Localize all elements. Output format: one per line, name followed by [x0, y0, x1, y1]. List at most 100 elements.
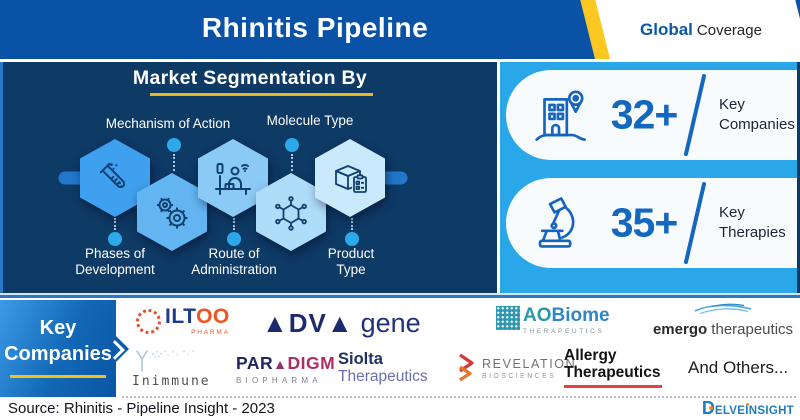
molecule-icon — [275, 196, 307, 231]
paradigm-subtext: BIOPHARMA — [236, 376, 322, 385]
logo-siolta-therapeutics: Siolta Therapeutics — [338, 350, 428, 386]
logo-iltoo-pharma: ILTOO PHARMA — [136, 306, 230, 336]
key-companies-box-line1: Key — [39, 317, 77, 339]
inimmune-text: Inimmune — [132, 374, 211, 389]
dotted-connector — [114, 218, 116, 230]
coverage-global-text: Global — [640, 20, 693, 39]
revelation-text: REVELATION — [482, 356, 577, 371]
label-line: Product — [327, 246, 375, 261]
connector-dot — [285, 138, 299, 152]
separator-blue — [0, 295, 800, 298]
hexagon-mechanism — [137, 173, 207, 251]
paradigm-triangle-icon: ▲ — [273, 356, 288, 372]
allergy-text-line1: Allergy — [564, 347, 617, 364]
allergy-text-line2: Therapeutics — [564, 363, 661, 381]
delveinsight-nsight-text: NSIGHT — [748, 405, 794, 417]
antibody-icon — [136, 350, 194, 372]
market-segmentation-panel: Market Segmentation By Mechanism of Acti… — [0, 62, 497, 293]
revelation-subtext: BIOSCIENCES — [482, 372, 557, 380]
segmentation-heading: Market Segmentation By — [132, 67, 368, 89]
waves-icon — [694, 303, 752, 315]
arrow-pointer — [116, 336, 129, 362]
patient-care-icon — [215, 163, 251, 195]
connector-dot — [108, 232, 122, 246]
iltoo-text: ILT — [165, 305, 197, 328]
connector-dot — [227, 232, 241, 246]
iltoo-subtext: PHARMA — [191, 329, 230, 336]
iltoo-dotted-circle-icon — [136, 309, 161, 334]
footer-bar: Source: Rhinitis - Pipeline Insight - 20… — [0, 396, 800, 420]
label-phases-of-development: Phases of Development — [35, 246, 195, 278]
heading-underline — [150, 93, 373, 96]
microscope-icon — [538, 197, 575, 248]
allergy-red-underline — [564, 385, 662, 388]
emergo-subtext: therapeutics — [707, 321, 794, 338]
gears-icon — [157, 197, 188, 229]
label-mechanism-of-action: Mechanism of Action — [105, 116, 231, 131]
key-companies-box-line2: Companies — [4, 343, 112, 365]
siolta-text: Siolta — [338, 350, 383, 368]
logo-revelation-biosciences: REVELATION BIOSCIENCES — [456, 352, 576, 384]
label-line: Development — [75, 262, 155, 277]
key-companies-box: Key Companies — [0, 300, 129, 397]
delveinsight-elve-text: ELVE — [714, 405, 746, 417]
logo-emergo-therapeutics: emergo therapeutics — [648, 302, 798, 338]
stat-label-line: Therapies — [719, 224, 786, 241]
label-molecule-type: Molecule Type — [266, 113, 354, 128]
and-others-text: And Others... — [688, 358, 789, 377]
separator-light — [0, 293, 800, 295]
stat-value-companies: 32+ — [610, 91, 679, 138]
stat-label-companies: Key Companies — [719, 95, 795, 135]
dotted-connector — [351, 218, 353, 230]
advagene-triangles-text: ▲DV▲ — [262, 308, 354, 338]
package-icon — [335, 165, 367, 193]
source-text: Source: Rhinitis - Pipeline Insight - 20… — [8, 400, 275, 417]
label-line: Administration — [191, 262, 277, 277]
aobiome-subtext: THERAPEUTICS — [523, 328, 605, 335]
label-route-of-administration: Route of Administration — [154, 246, 314, 278]
revelation-chevron-icon — [459, 353, 474, 382]
dotted-connector — [233, 218, 235, 230]
iltoo-text-orange: OO — [196, 305, 230, 328]
connector-dot — [167, 138, 181, 152]
aobiome-biome-text: Biome — [551, 305, 610, 326]
connector-dot — [345, 232, 359, 246]
coverage-rest-text: Coverage — [696, 22, 762, 39]
label-line: Type — [336, 262, 366, 277]
stat-label-line: Key — [719, 96, 745, 113]
delveinsight-d-icon: D — [701, 398, 715, 418]
key-companies-section: Key Companies ILTOO PHARMA ▲DV▲ gene — [0, 298, 800, 397]
stat-value-therapies: 35+ — [610, 199, 679, 246]
label-product-type: Product Type — [271, 246, 431, 278]
label-line: Phases of — [84, 246, 146, 261]
dotted-divider — [122, 396, 796, 398]
dotted-connector — [173, 154, 175, 171]
logo-advagene: ▲DV▲ gene — [262, 308, 421, 339]
advagene-gene-text: gene — [360, 308, 421, 338]
stat-card-therapies: 35+ Key Therapies — [506, 178, 797, 268]
label-line: Route of — [208, 246, 260, 261]
box-underline — [10, 375, 106, 378]
paradigm-par-text: PAR — [236, 353, 274, 373]
logo-aobiome: AOBiome THERAPEUTICS — [496, 306, 610, 335]
logo-allergy-therapeutics: Allergy Therapeutics — [564, 347, 662, 388]
paradigm-digm-text: DIGM — [287, 353, 336, 373]
building-location-icon — [535, 90, 586, 141]
stat-card-companies: 32+ Key Companies — [506, 70, 797, 160]
emergo-text: emergo — [652, 321, 708, 338]
delveinsight-i-text: I — [745, 402, 749, 417]
page-title: Rhinitis Pipeline — [201, 12, 429, 43]
logo-paradigm-biopharma: PAR▲DIGM BIOPHARMA — [236, 354, 335, 385]
hexagon-product — [315, 139, 385, 217]
aobiome-dot-square-icon — [496, 306, 520, 330]
siolta-subtext: Therapeutics — [338, 368, 428, 385]
dotted-connector — [291, 154, 293, 171]
stats-panel: 32+ Key Companies 35+ — [500, 62, 800, 293]
stat-label-line: Companies — [719, 116, 795, 133]
test-tube-icon — [99, 162, 126, 189]
logo-inimmune: Inimmune — [132, 348, 211, 389]
